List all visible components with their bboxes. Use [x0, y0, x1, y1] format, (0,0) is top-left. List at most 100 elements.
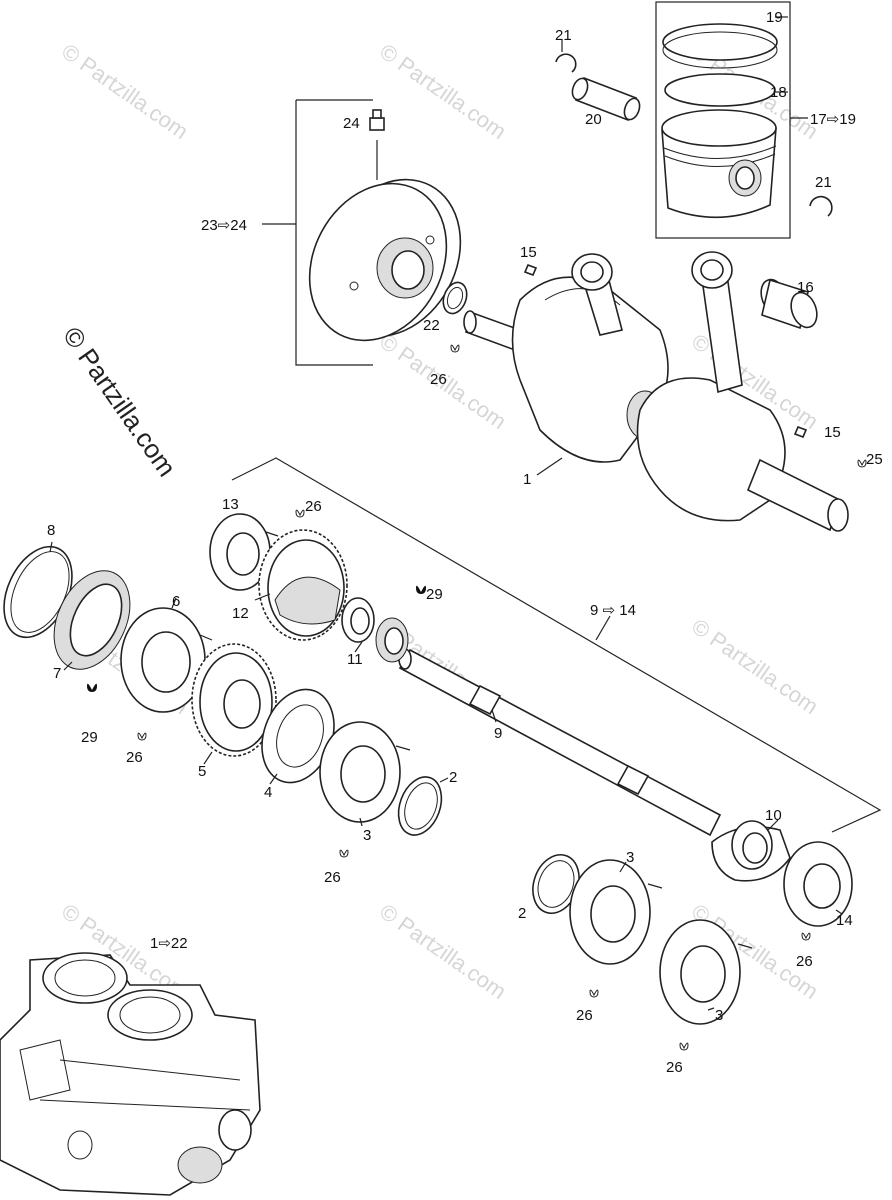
gear-5 [191, 643, 277, 765]
leader-3a [359, 817, 363, 827]
callout-4: 4 [264, 784, 272, 801]
circlip-upper [555, 53, 577, 73]
callout-19: 19 [766, 9, 783, 26]
piston-pin [571, 76, 641, 122]
callout-6: 6 [172, 593, 180, 610]
leader-3b [619, 861, 627, 873]
oil-seal-7 [53, 570, 131, 671]
callout-26-bearing3b: 26 [576, 1007, 593, 1024]
bushing-11 [341, 597, 409, 663]
needle-bearing [760, 278, 818, 330]
callout-24: 24 [343, 115, 360, 132]
bracket-23-24 [295, 100, 373, 366]
ring-2-left [397, 776, 449, 836]
grease-drops [87, 344, 867, 1051]
callout-2-left: 2 [449, 769, 457, 786]
leader-11 [354, 641, 363, 653]
watermark-large: © Partzilla.com [57, 321, 182, 482]
watermark-1: © Partzilla.com [57, 39, 193, 145]
bracket-9-14 [231, 457, 882, 833]
callout-11: 11 [347, 651, 363, 668]
leader-5 [203, 751, 213, 765]
crank-shaft-output [746, 458, 841, 532]
leader-1 [536, 457, 563, 476]
balance-shaft [398, 648, 722, 837]
magneto-rotor [262, 99, 462, 366]
callout-8: 8 [47, 522, 55, 539]
seal-22 [442, 281, 468, 315]
callout-20: 20 [585, 111, 602, 128]
gear-12 [254, 529, 348, 641]
callout-7: 7 [53, 665, 61, 682]
drop-26-rotor [450, 344, 460, 353]
piston-box [655, 1, 791, 239]
drop-26-bearing14 [801, 932, 811, 941]
callout-26-bearing13: 26 [305, 498, 322, 515]
bearing-3-left [319, 721, 411, 827]
watermark-10: © Partzilla.com [375, 899, 511, 1005]
engine-block-thumbnail [0, 952, 261, 1196]
piston-ring-top [662, 23, 778, 61]
piston-crown [661, 109, 777, 147]
piston-pin-hole [735, 166, 755, 190]
bearing-3-right-top [569, 859, 663, 965]
callout-9: 9 [494, 725, 502, 742]
drop-26-bearing3a [339, 849, 349, 858]
drop-26-bearing6 [137, 732, 147, 741]
drop-26-bearing13 [295, 509, 305, 518]
callout-26-bearing14: 26 [796, 953, 813, 970]
callout-15-upper: 15 [520, 244, 537, 261]
callout-29-bushing: 29 [426, 586, 443, 603]
leader-12 [254, 593, 271, 601]
piston-groove-1 [663, 145, 777, 159]
piston-groove-2 [664, 153, 776, 167]
grease-fitting [369, 109, 385, 131]
callout-2-right: 2 [518, 905, 526, 922]
callout-23-to-24: 23⇨24 [201, 217, 247, 234]
balance-shaft-bracket [231, 457, 882, 833]
piston-ring-second [664, 73, 776, 107]
crank-shaft-end [827, 498, 849, 532]
key-15-upper [523, 263, 538, 277]
callout-21-upper: 21 [555, 27, 572, 44]
piston-ring-top-lower-edge [662, 31, 778, 69]
bearing-3-right-bottom [659, 919, 753, 1025]
rotor-hub-bore [391, 250, 425, 290]
callout-26-bearing6: 26 [126, 749, 143, 766]
leader-3c [707, 1007, 715, 1011]
drop-29-seal [87, 683, 97, 692]
callout-17-to-19: 17⇨19 [810, 111, 856, 128]
callout-12: 12 [232, 605, 249, 622]
callout-14: 14 [836, 912, 853, 929]
watermark-8: © Partzilla.com [687, 614, 823, 720]
callout-5: 5 [198, 763, 206, 780]
callout-22: 22 [423, 317, 440, 334]
callout-1: 1 [523, 471, 531, 488]
piston-pin-group [555, 40, 833, 217]
callout-26-bearing3c: 26 [666, 1059, 683, 1076]
callout-21-lower: 21 [815, 174, 832, 191]
key-15-lower [793, 425, 808, 439]
leader-9-14 [595, 615, 611, 641]
circlip-lower [809, 195, 833, 217]
drop-26-bearing3b [589, 989, 599, 998]
leader-7 [63, 661, 73, 671]
bearing-14 [783, 841, 853, 927]
leader-2a [439, 777, 449, 783]
callout-29-seal: 29 [81, 729, 98, 746]
callout-labels: 1 2 2 3 3 3 4 5 6 7 8 9 9 ⇨ 14 10 11 12 … [47, 9, 883, 1076]
callout-18: 18 [770, 84, 787, 101]
callout-3-right-top: 3 [626, 849, 634, 866]
bearing-6 [120, 597, 213, 713]
callout-25: 25 [866, 451, 883, 468]
callout-26-rotor: 26 [430, 371, 447, 388]
callout-3-left: 3 [363, 827, 371, 844]
callout-16: 16 [797, 279, 814, 296]
crankshaft [463, 251, 849, 532]
leader-10 [767, 819, 779, 831]
callout-3-right-bottom: 3 [715, 1007, 723, 1024]
drop-25 [857, 459, 867, 468]
callout-15-lower: 15 [824, 424, 841, 441]
watermark-2: © Partzilla.com [375, 39, 511, 145]
leader-4 [269, 773, 278, 785]
